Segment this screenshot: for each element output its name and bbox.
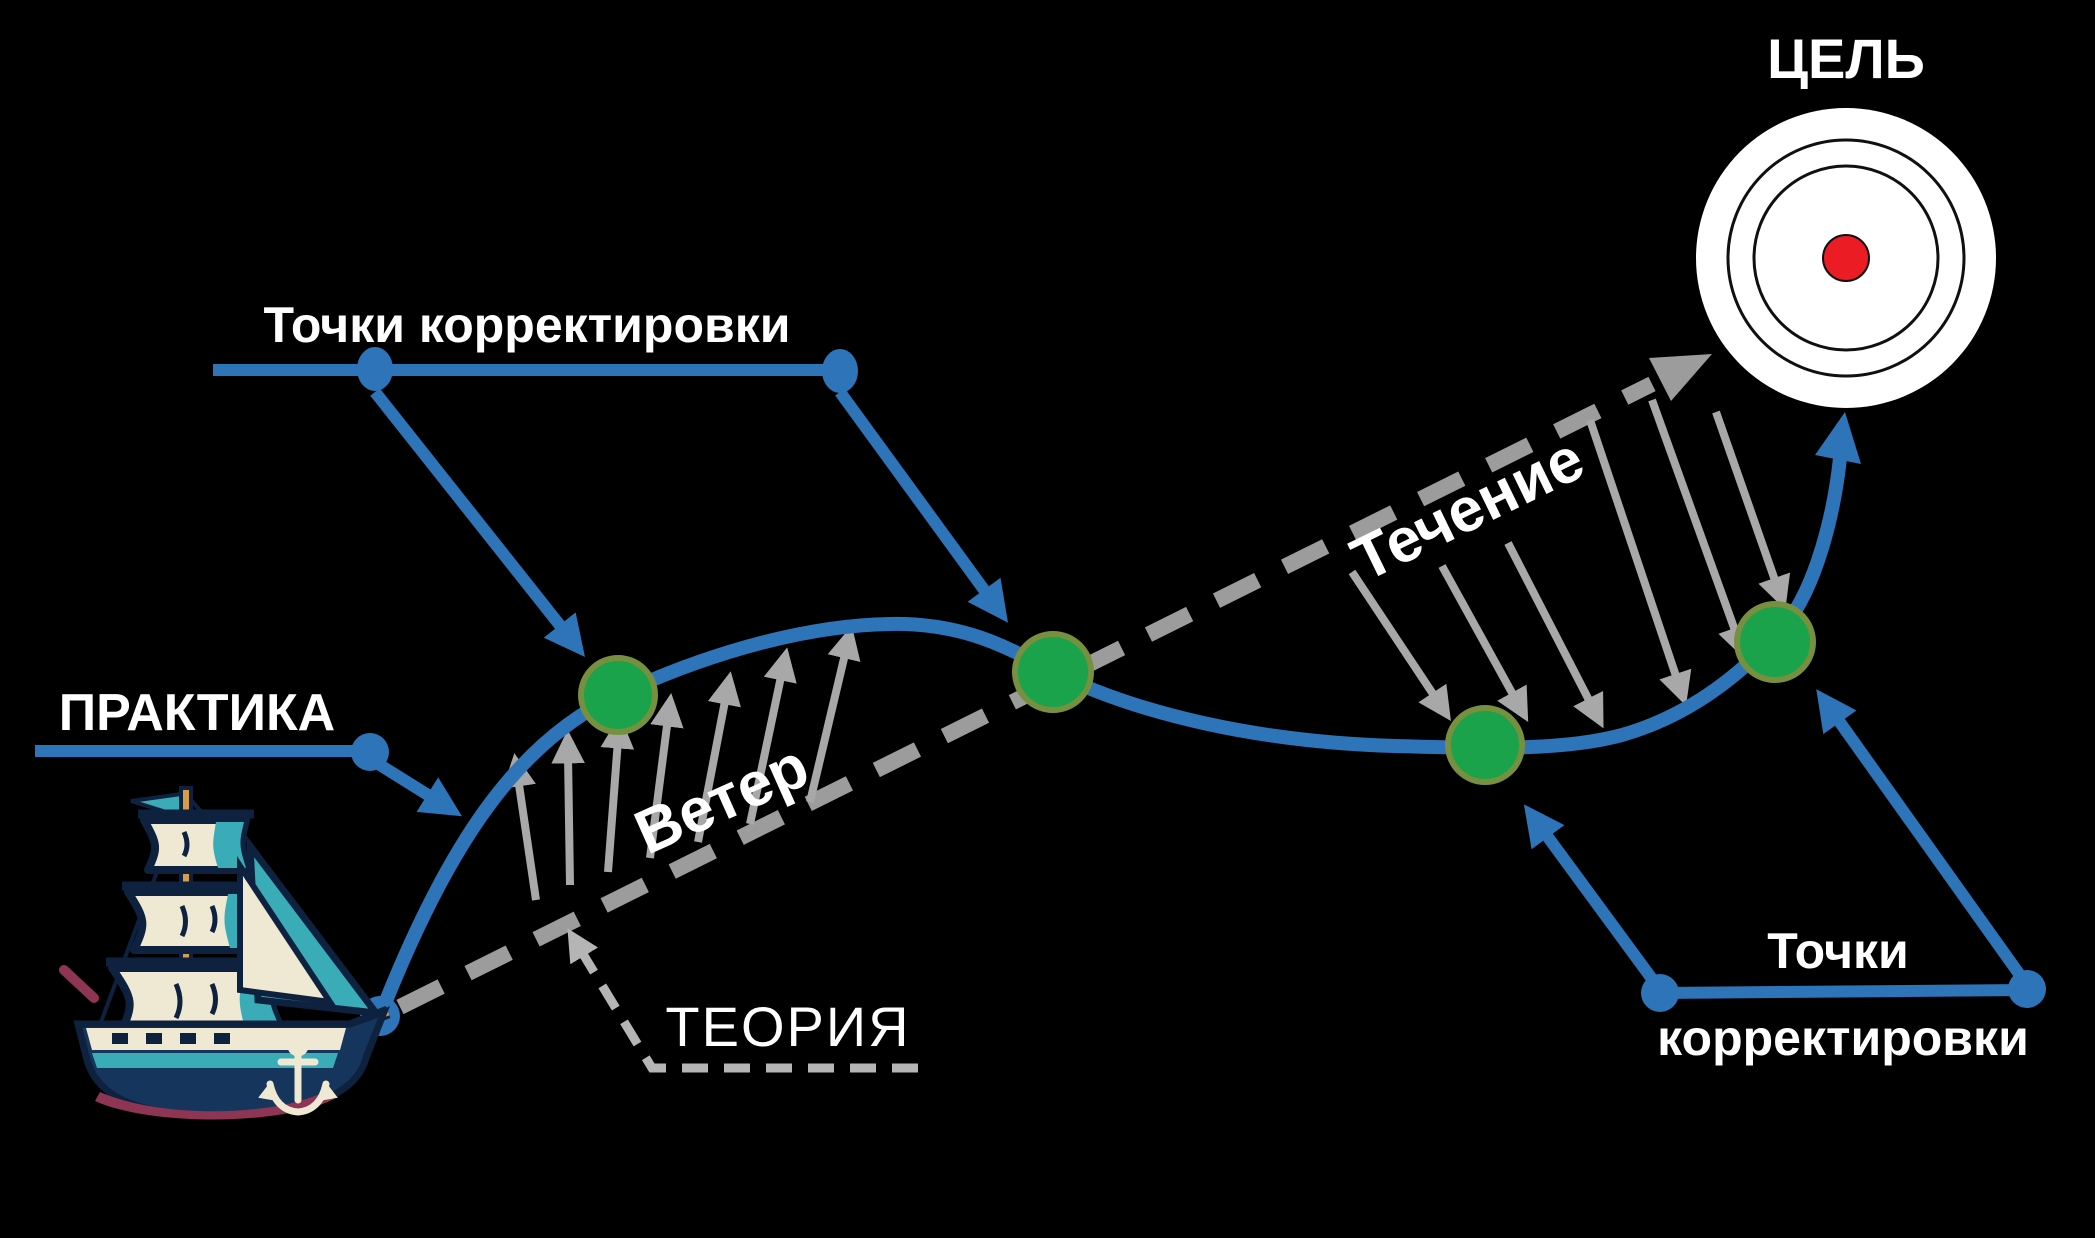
theory-callout-line bbox=[567, 928, 918, 1073]
current-arrow-icon bbox=[1586, 418, 1692, 706]
callout-dot bbox=[357, 347, 393, 391]
target-ring bbox=[1752, 164, 1940, 352]
correction-point-dots bbox=[578, 601, 1816, 785]
correction-point-dot bbox=[578, 655, 658, 735]
callout-dot bbox=[1641, 974, 1679, 1012]
target-bullseye bbox=[1822, 234, 1870, 282]
current-arrows bbox=[1348, 398, 1791, 729]
current-arrow-icon bbox=[1348, 569, 1451, 721]
practice-curve-arrowhead-icon bbox=[1815, 412, 1861, 464]
bottom-correction-arrow-1 bbox=[1523, 804, 1660, 987]
current-arrow-icon bbox=[1648, 398, 1750, 660]
wind-arrow-icon bbox=[646, 693, 684, 859]
keel-stripe bbox=[95, 1090, 334, 1120]
top-correction-arrow-1 bbox=[370, 388, 586, 657]
current-arrow-icon bbox=[1712, 410, 1791, 610]
anchor-icon bbox=[258, 1035, 338, 1116]
correction-points-top-label: Точки корректировки bbox=[263, 297, 790, 353]
correction-point-dot bbox=[1734, 601, 1816, 683]
jib-sail bbox=[237, 856, 337, 1006]
wind-arrows bbox=[502, 625, 861, 901]
theory-arrowhead-icon bbox=[1649, 354, 1712, 401]
sail-seams bbox=[173, 830, 218, 1020]
practice-arrow bbox=[368, 754, 462, 817]
current-label: Течение bbox=[1341, 424, 1594, 595]
ship-illustration bbox=[59, 786, 391, 1120]
rail-slots bbox=[112, 1033, 230, 1044]
current-arrow-icon bbox=[1438, 564, 1529, 723]
correction-point-dot bbox=[1012, 631, 1094, 713]
wind-arrow-icon bbox=[746, 647, 797, 825]
correction-points-bottom-label-line1: Точки bbox=[1767, 923, 1908, 979]
wind-arrow-icon bbox=[502, 753, 540, 901]
goal-label: ЦЕЛЬ bbox=[1767, 27, 1925, 90]
theory-callout-path bbox=[567, 928, 918, 1073]
current-arrow-icon bbox=[1504, 541, 1604, 729]
wind-label: Ветер bbox=[625, 731, 819, 868]
wind-arrow-icon bbox=[600, 714, 635, 873]
target-ring bbox=[1726, 138, 1966, 378]
wind-arrow-icon bbox=[551, 729, 585, 886]
callout-dot bbox=[822, 349, 858, 393]
correction-point-dot bbox=[1445, 705, 1525, 785]
correction-points-bottom-label-line2: корректировки bbox=[1657, 1010, 2029, 1066]
top-correction-arrow-2 bbox=[835, 388, 1009, 623]
theory-label: ТЕОРИЯ bbox=[665, 995, 910, 1058]
wind-arrow-icon bbox=[694, 671, 741, 843]
callout-dot bbox=[351, 733, 389, 771]
stern-spar bbox=[59, 965, 99, 1003]
bottom-correction-callout-line bbox=[1659, 984, 2028, 999]
wind-arrow-icon bbox=[806, 625, 861, 803]
callout-lines bbox=[35, 364, 2028, 999]
callout-dot bbox=[2008, 970, 2046, 1008]
practice-label: ПРАКТИКА bbox=[59, 684, 336, 742]
hull-teal-stripe bbox=[92, 1053, 338, 1068]
bottom-correction-arrow-2 bbox=[1816, 689, 2027, 982]
target-icon bbox=[1696, 108, 1996, 408]
